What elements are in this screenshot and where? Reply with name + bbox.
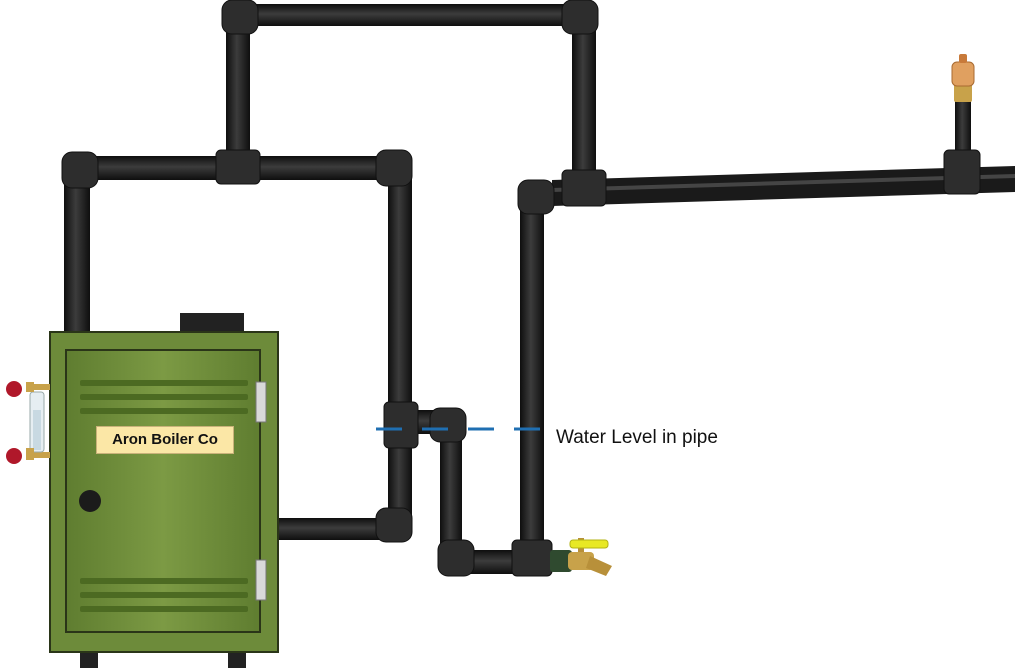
pipe-loop-right-drop — [572, 18, 596, 183]
boiler-foot — [80, 650, 98, 668]
boiler-flue — [180, 313, 244, 335]
elbow-fitting — [375, 507, 413, 543]
boiler-door — [65, 349, 261, 633]
vent-slot — [80, 592, 248, 598]
tee-fitting — [511, 539, 553, 577]
pipe-steam-main — [552, 166, 1015, 206]
tee-fitting — [943, 149, 981, 195]
piping-network — [61, 0, 1015, 577]
pipe-boiler-return — [276, 518, 394, 540]
vent-slot — [80, 606, 248, 612]
pipe-vent-riser — [955, 100, 971, 160]
red-valve-handle[interactable] — [6, 381, 22, 397]
vent-slot — [80, 380, 248, 386]
boiler-foot — [228, 650, 246, 668]
pipe-top-loop — [240, 4, 585, 26]
red-valve-handle[interactable] — [6, 448, 22, 464]
air-vent-icon — [951, 54, 975, 102]
drain-valve-icon[interactable] — [550, 538, 612, 576]
boiler-brand-label: Aron Boiler Co — [96, 426, 234, 454]
vent-slot — [80, 578, 248, 584]
door-knob[interactable] — [79, 490, 101, 512]
door-hinge — [255, 559, 267, 601]
door-hinge — [255, 381, 267, 423]
pipe-steam-main-highlight — [552, 174, 1015, 192]
elbow-fitting — [221, 0, 259, 35]
pipe-loop-left-riser — [226, 22, 250, 162]
elbow-fitting — [375, 149, 413, 187]
water-level-label: Water Level in pipe — [556, 427, 718, 448]
tee-fitting — [561, 169, 607, 207]
elbow-fitting — [429, 407, 467, 443]
elbow-fitting — [517, 179, 555, 215]
sight-glass-icon — [26, 382, 50, 460]
elbow-fitting — [561, 0, 599, 35]
boiler — [49, 313, 279, 668]
pipe-boiler-riser — [64, 180, 90, 335]
tee-fitting — [215, 149, 261, 185]
pipe-wet-return-riser — [520, 196, 544, 551]
tee-fitting — [383, 401, 419, 449]
pipe-hartford-down — [440, 432, 462, 550]
elbow-fitting — [437, 539, 475, 577]
vent-slot — [80, 408, 248, 414]
elbow-fitting — [61, 151, 99, 189]
pipe-equalizer-drop — [388, 176, 412, 516]
vent-slot — [80, 394, 248, 400]
